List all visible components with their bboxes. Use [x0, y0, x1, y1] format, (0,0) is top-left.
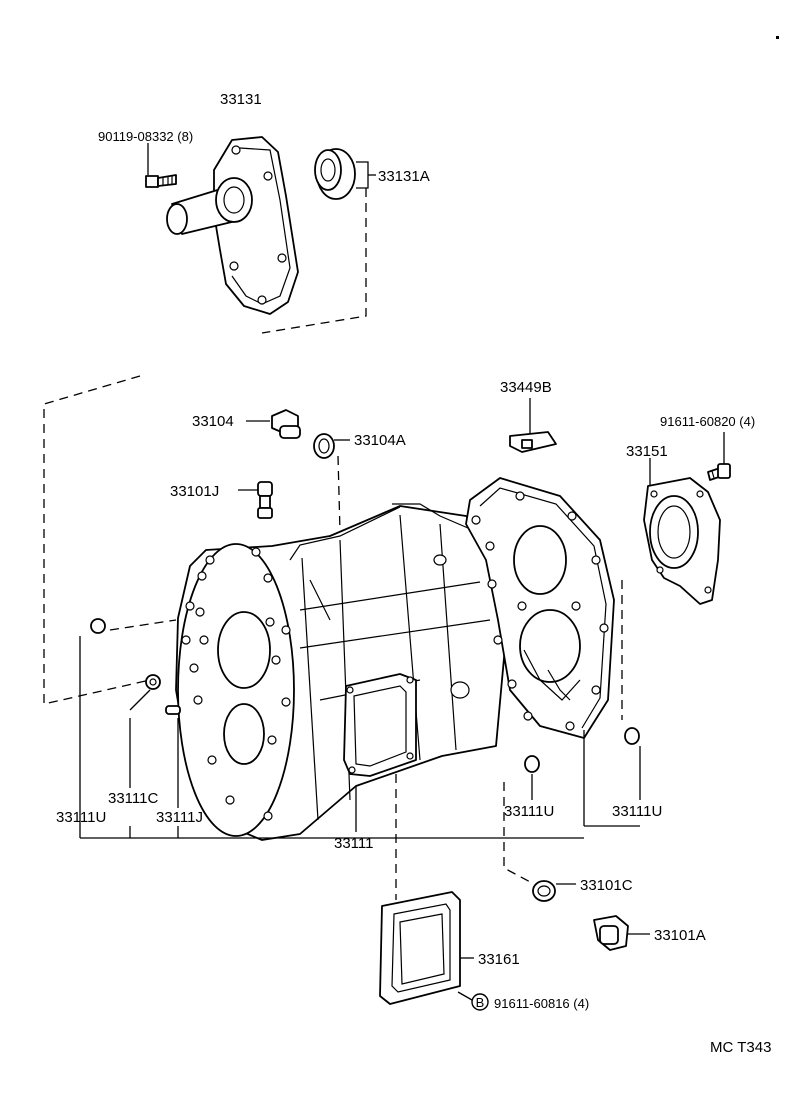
- plug-33104-part: [246, 409, 301, 439]
- label-33101C: 33101C: [580, 877, 633, 894]
- bolt-91611-60820-part: [707, 432, 731, 481]
- breather-33101J-part: [238, 481, 273, 519]
- bolt-90119-part: [145, 174, 177, 188]
- badge-b-icon: B: [471, 993, 489, 1011]
- cover-33161-part: [379, 774, 474, 1005]
- label-33101A: 33101A: [654, 927, 706, 944]
- dowel-33111J-part: [165, 705, 181, 715]
- label-33104A: 33104A: [354, 432, 406, 449]
- label-33161: 33161: [478, 951, 520, 968]
- label-91611-60816: 91611-60816 (4): [494, 996, 589, 1011]
- extension-housing-part: [166, 136, 299, 315]
- corner-mark: [776, 36, 779, 39]
- dowel-33111U-left-part: [90, 618, 106, 634]
- label-33111U-right: 33111U: [612, 803, 662, 820]
- label-90119-08332: 90119-08332 (8): [98, 129, 193, 144]
- label-33449B: 33449B: [500, 379, 552, 396]
- label-91611-60820: 91611-60820 (4): [660, 414, 755, 429]
- gasket-33104A-part: [313, 433, 350, 533]
- transmission-case-part: [175, 503, 507, 841]
- dowel-33111U-mid-part: [524, 755, 540, 773]
- label-33111C: 33111C: [108, 790, 158, 807]
- clip-33449B-part: [509, 398, 557, 453]
- label-33111U-left: 33111U: [56, 809, 106, 826]
- label-33104: 33104: [192, 413, 234, 430]
- label-33131: 33131: [220, 91, 262, 108]
- plug-33101A-part: [593, 915, 650, 951]
- label-33131A: 33131A: [378, 168, 430, 185]
- dowel-33111C-part: [145, 674, 161, 690]
- retainer-33151-part: [643, 458, 721, 605]
- label-33111: 33111: [334, 835, 374, 852]
- dowel-33111U-right-part: [624, 727, 640, 745]
- gasket-33101C-part: [532, 880, 576, 902]
- reference-code: MC T343: [710, 1039, 771, 1056]
- label-33111U-mid: 33111U: [504, 803, 554, 820]
- badge-b-label: B: [476, 995, 485, 1010]
- label-33101J: 33101J: [170, 483, 219, 500]
- oil-seal-33131A-part: [314, 148, 356, 200]
- label-33111J: 33111J: [156, 809, 203, 826]
- label-33151: 33151: [626, 443, 668, 460]
